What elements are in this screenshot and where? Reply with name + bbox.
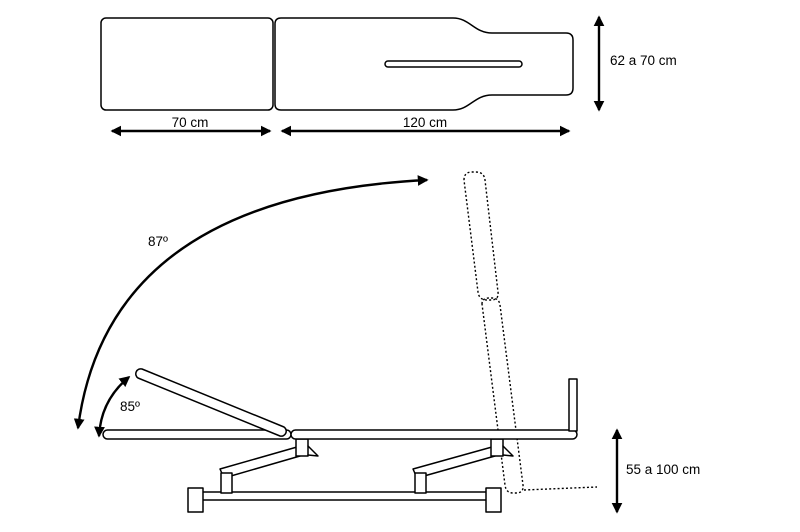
leg-angle-arc [94, 375, 131, 438]
base-foot-right [485, 487, 502, 513]
back-angle-label: 87º [148, 234, 168, 249]
base-foot-left [187, 487, 204, 513]
lift-post-right [414, 472, 427, 494]
lift-mount-right [490, 438, 504, 457]
leg-angle-label: 85º [120, 399, 140, 414]
width-label: 62 a 70 cm [610, 53, 677, 68]
back-angle-arc [73, 175, 429, 430]
base-rail [200, 491, 493, 501]
tabletop-left-section [102, 429, 292, 440]
table-top-view [100, 17, 574, 111]
head-section-top [100, 17, 274, 111]
table-side-view: 87º 85º [73, 171, 598, 513]
lift-mount-left [295, 438, 309, 457]
tabletop-main-section [290, 429, 578, 440]
head-length-label: 70 cm [172, 115, 209, 130]
lift-post-left [220, 472, 233, 494]
face-hole-slot [384, 60, 523, 68]
raised-backrest-dotted [463, 171, 598, 494]
height-label: 55 a 100 cm [626, 462, 700, 477]
inclined-rest [135, 368, 287, 437]
body-length-label: 120 cm [403, 115, 447, 130]
end-board [568, 378, 578, 432]
